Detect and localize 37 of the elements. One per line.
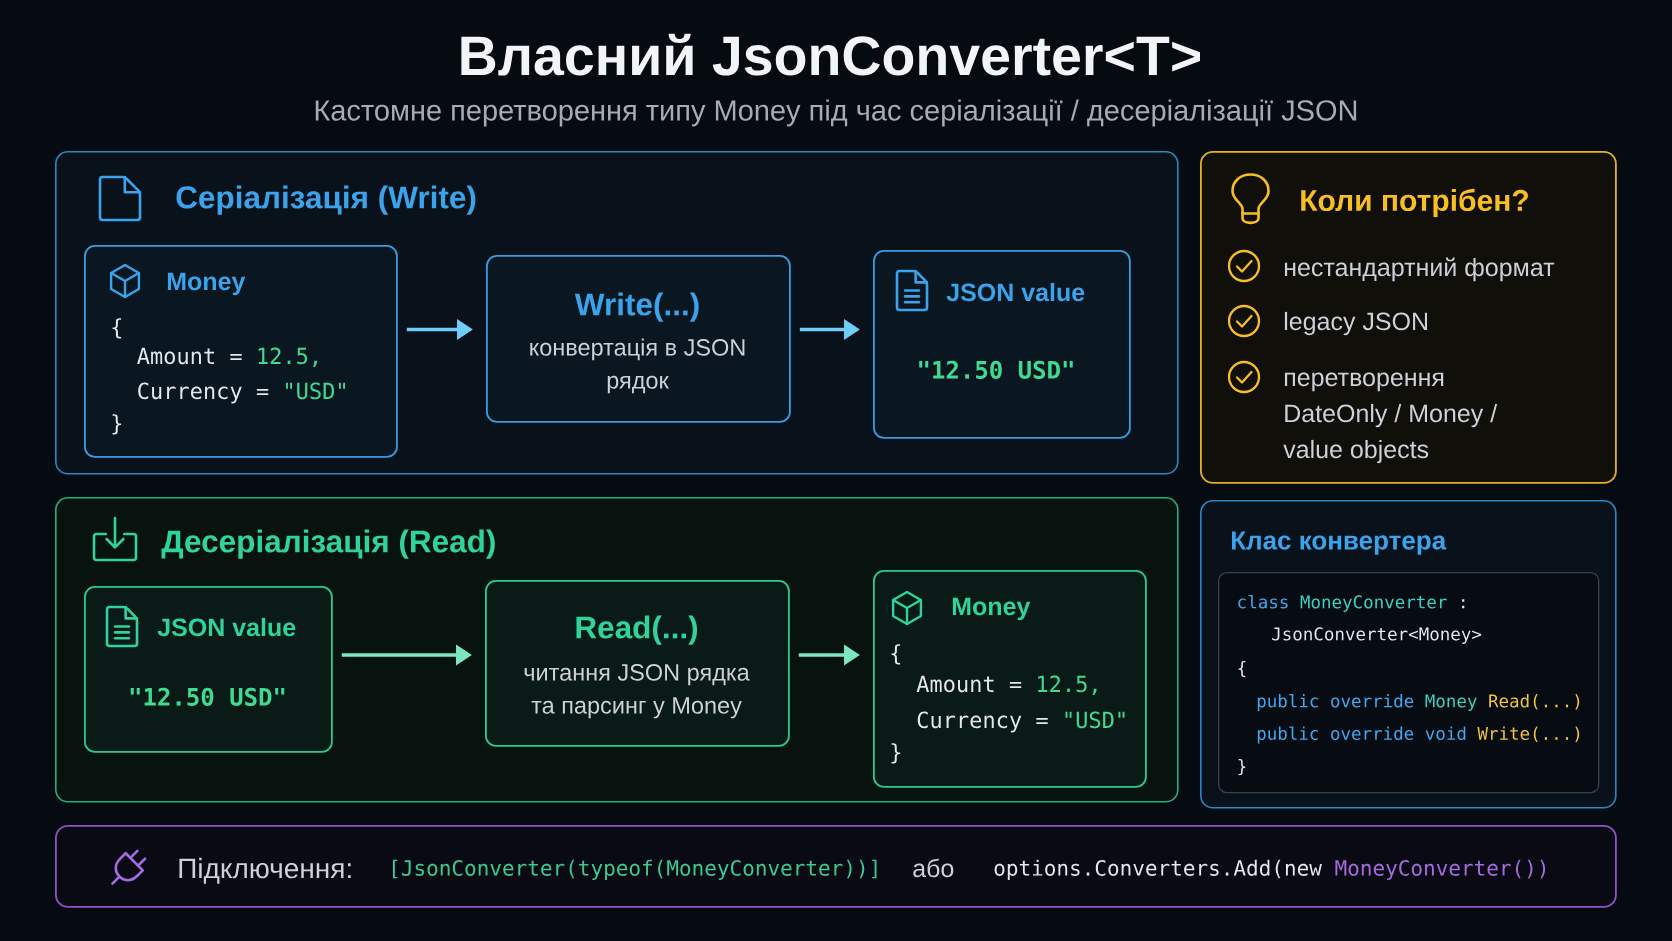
panel-heading: Клас конвертера: [1231, 531, 1447, 555]
code-text: "12.50 USD": [130, 687, 285, 706]
list-item: перетворення DateOnly / Money / value objects: [1283, 372, 1498, 464]
code-line: Currency = "USD": [917, 711, 1125, 733]
code-line: {: [112, 318, 122, 339]
separator-text: або: [913, 858, 954, 878]
list-item: legacy JSON: [1284, 311, 1427, 336]
code-line: class MoneyConverter :: [1238, 594, 1465, 612]
box-heading: Money: [952, 597, 1031, 621]
list-item: нестандартний формат: [1284, 257, 1555, 282]
code-line: public override Money Read(...): [1257, 693, 1580, 711]
panel-heading: Десеріалізація (Read): [161, 529, 495, 559]
method-name: Read(...): [576, 615, 698, 645]
code-line: }: [112, 414, 122, 435]
method-name: Write(...): [574, 292, 699, 322]
panel-heading: Серіалізація (Write): [176, 185, 476, 215]
code-line: {: [891, 644, 901, 665]
code-line: Amount = 12.5,: [916, 675, 1097, 695]
box-heading: JSON value: [946, 282, 1085, 302]
code-text: "12.50 USD": [919, 360, 1073, 379]
code-line: public override void Write(...): [1257, 726, 1580, 744]
description: конвертація в JSON рядок: [530, 338, 745, 394]
panel-heading: Коли потрібен?: [1301, 188, 1528, 217]
code-line: Amount = 12.5,: [137, 347, 317, 367]
subtitle: Кастомне перетворення типу Money під час серіалізації / десеріалізації JSON: [315, 99, 1357, 127]
box-heading: JSON value: [157, 617, 296, 637]
code-snippet: [JsonConverter(typeof(MoneyConverter))]: [392, 859, 877, 880]
box-heading: Money: [167, 272, 246, 296]
code-line: {: [1238, 661, 1246, 678]
code-line: }: [891, 743, 901, 764]
code-line: JsonConverter<Money>: [1272, 627, 1482, 644]
code-line: Currency = "USD": [138, 382, 345, 404]
title: Власний JsonConverter<T>: [461, 33, 1200, 76]
bar-label: Підключення:: [179, 857, 351, 884]
description: читання JSON рядка та парсинг у Money: [524, 664, 750, 719]
code-line: }: [1238, 759, 1246, 776]
code-snippet: options.Converters.Add(new MoneyConverter()): [994, 859, 1546, 880]
